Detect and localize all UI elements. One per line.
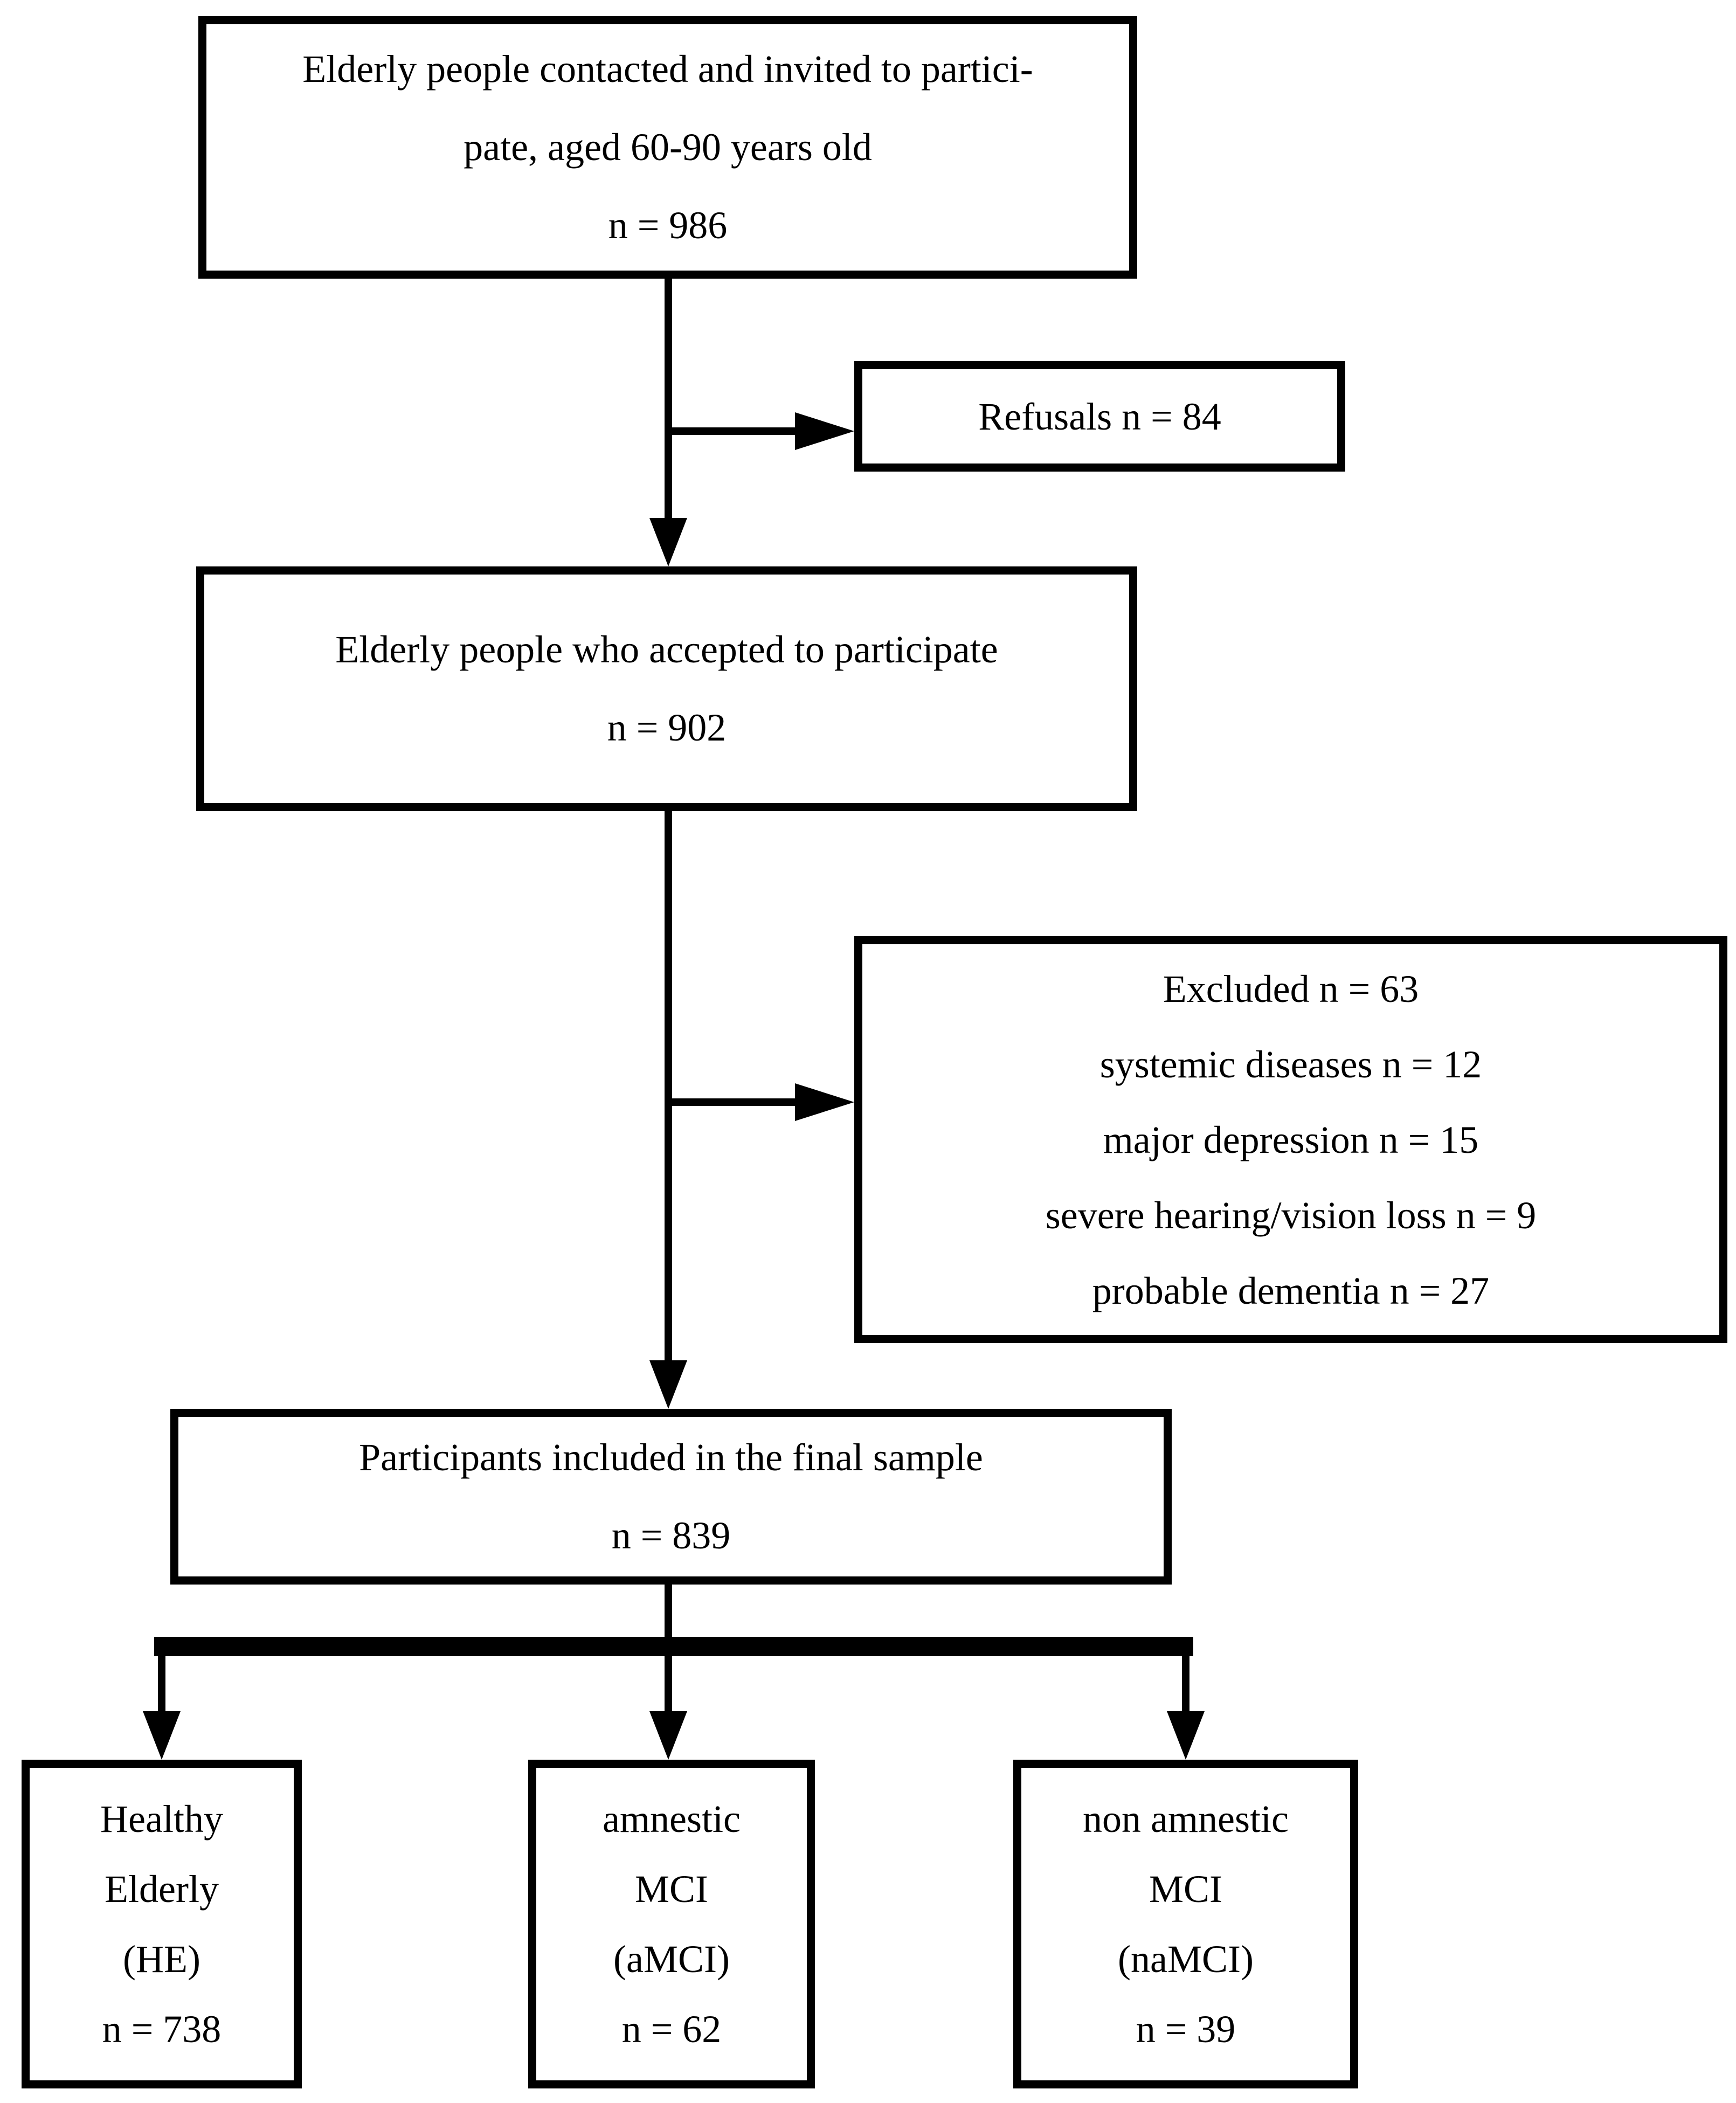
box-text-line: Elderly [105, 1867, 219, 1911]
arrowhead-healthy-elderly-icon [143, 1711, 181, 1760]
box-text-line: n = 62 [621, 2008, 722, 2051]
arrowhead-amci-icon [649, 1711, 687, 1760]
connector-final-to-split [665, 1585, 672, 1647]
connector-excluded-branch [668, 1098, 795, 1106]
arrowhead-namci-icon [1167, 1711, 1205, 1760]
box-text-line: (aMCI) [613, 1938, 730, 1981]
split-bar [154, 1637, 1193, 1656]
box-text-line: MCI [1149, 1867, 1223, 1911]
connector-refusals-branch [668, 427, 795, 435]
connector-split-to-namci [1182, 1656, 1189, 1711]
box-text-line: severe hearing/vision loss n = 9 [1045, 1193, 1537, 1237]
box-invited-population: Elderly people contacted and invited to … [198, 16, 1137, 279]
box-text-line: non amnestic [1083, 1797, 1289, 1841]
box-text-line: Participants included in the final sampl… [359, 1436, 983, 1479]
box-text-line: pate, aged 60-90 years old [464, 126, 872, 169]
box-non-amnestic-mci: non amnestic MCI (naMCI) n = 39 [1013, 1760, 1358, 2088]
box-text-line: Elderly people who accepted to participa… [335, 628, 998, 671]
arrowhead-excluded-icon [795, 1083, 854, 1121]
box-text-line: MCI [634, 1867, 709, 1911]
connector-split-to-healthy-elderly [158, 1656, 165, 1711]
box-text-line: systemic diseases n = 12 [1099, 1042, 1482, 1086]
box-healthy-elderly: Healthy Elderly (HE) n = 738 [22, 1760, 302, 2088]
box-text-line: n = 839 [611, 1514, 731, 1557]
connector-accepted-to-final [665, 811, 672, 1360]
box-text-line: probable dementia n = 27 [1092, 1269, 1490, 1312]
box-text-line: n = 39 [1136, 2008, 1236, 2051]
box-text-line: n = 738 [102, 2008, 222, 2051]
box-text-line: Excluded n = 63 [1163, 967, 1419, 1011]
box-text-line: n = 902 [607, 706, 727, 749]
box-text-line: (naMCI) [1118, 1938, 1254, 1981]
box-text-line: amnestic [603, 1797, 741, 1841]
box-refusals: Refusals n = 84 [854, 361, 1345, 472]
arrowhead-accepted-icon [649, 518, 687, 566]
box-text-line: Elderly people contacted and invited to … [302, 47, 1033, 91]
box-text-line: (HE) [123, 1938, 200, 1981]
box-text-line: Healthy [100, 1797, 223, 1841]
arrowhead-final-sample-icon [649, 1360, 687, 1409]
box-accepted-population: Elderly people who accepted to participa… [196, 566, 1137, 811]
box-text-line: major depression n = 15 [1103, 1118, 1479, 1161]
box-text-line: Refusals n = 84 [978, 395, 1221, 438]
arrowhead-refusals-icon [795, 412, 854, 450]
connector-invited-to-accepted [665, 279, 672, 518]
box-final-sample: Participants included in the final sampl… [170, 1409, 1172, 1585]
box-text-line: n = 986 [608, 204, 728, 247]
box-excluded: Excluded n = 63 systemic diseases n = 12… [854, 936, 1727, 1343]
box-amnestic-mci: amnestic MCI (aMCI) n = 62 [528, 1760, 815, 2088]
connector-split-to-amci [665, 1656, 672, 1711]
